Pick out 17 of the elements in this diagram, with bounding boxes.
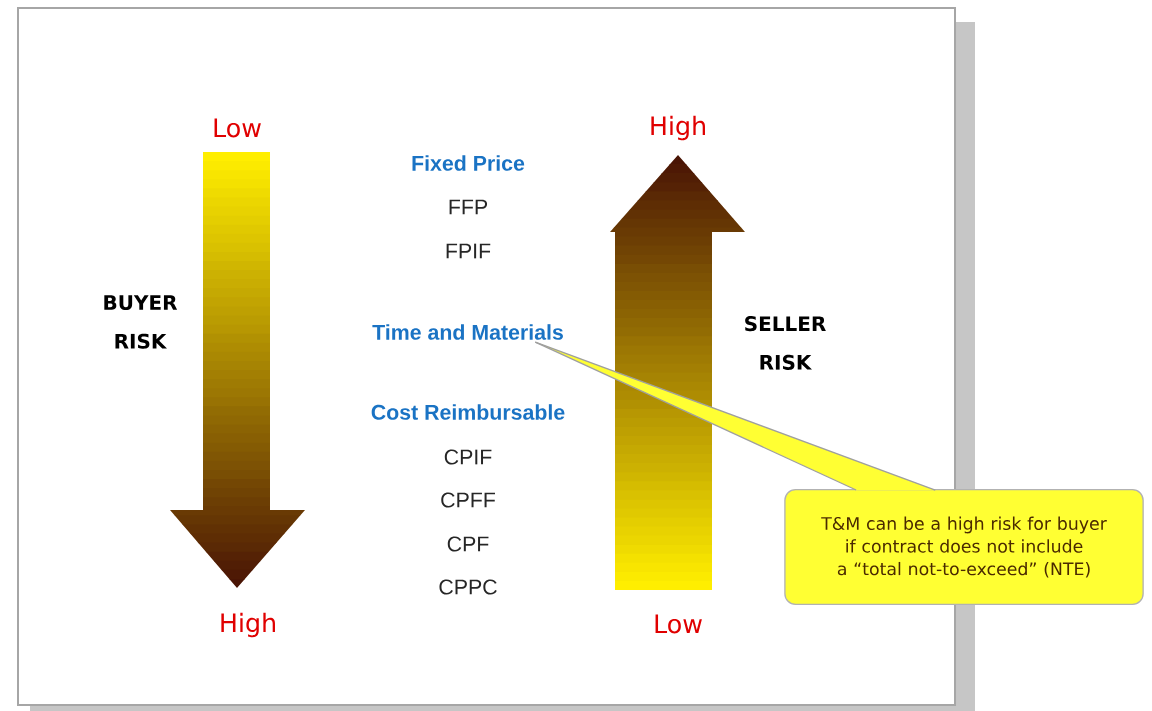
category-heading: Cost Reimbursable — [371, 404, 565, 420]
contract-type: FFP — [449, 199, 488, 215]
callout-box: T&M can be a high risk for buyer if contract does not include a “total not-to-exceed” (NTE) — [784, 489, 1144, 605]
contract-type: CPPC — [439, 579, 497, 595]
callout-pointer — [534, 341, 936, 491]
contract-type: CPIF — [444, 449, 492, 465]
axis-label: Low — [214, 118, 261, 138]
contract-type: CPFF — [441, 492, 495, 508]
axis-label: High — [651, 115, 705, 141]
category-heading: Time and Materials — [372, 324, 563, 340]
risk-label: BUYER RISK — [104, 295, 178, 349]
contract-type: CPF — [447, 536, 489, 552]
axis-label: Low — [655, 614, 702, 634]
contract-type: FPIF — [446, 243, 491, 259]
axis-label: High — [221, 612, 275, 638]
category-heading: Fixed Price — [412, 155, 525, 171]
risk-label: SELLER RISK — [745, 316, 826, 370]
